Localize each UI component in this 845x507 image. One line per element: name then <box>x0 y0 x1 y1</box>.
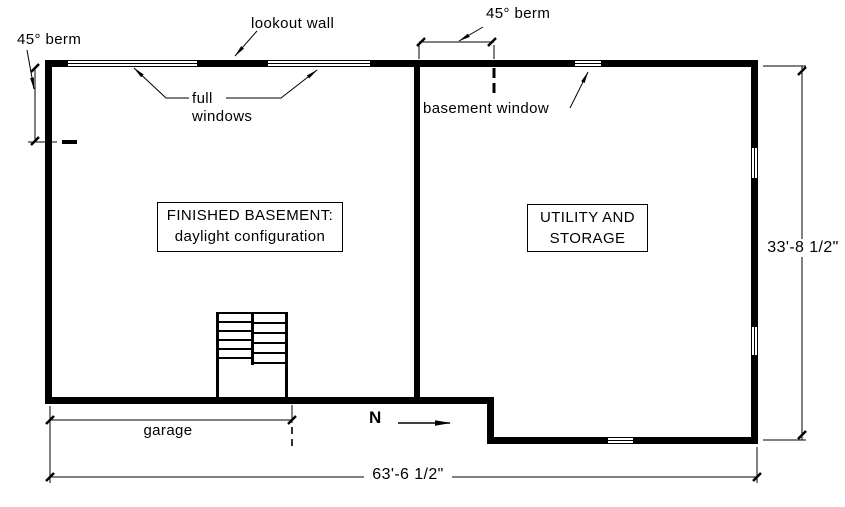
dim-tick <box>45 415 55 425</box>
wall-bottom-garage <box>45 397 494 404</box>
wall-top <box>45 60 758 67</box>
room-name: FINISHED BASEMENT: <box>166 207 334 224</box>
label-garage: garage <box>143 422 193 439</box>
dim-tick <box>487 37 497 47</box>
dim-tick <box>416 37 426 47</box>
dim-tick <box>752 472 762 482</box>
stair-treads-right <box>251 312 288 366</box>
wall-right <box>751 60 758 444</box>
wall-step <box>487 397 494 444</box>
full-window-2 <box>268 60 370 67</box>
dim-text-overall-height: 33'-8 1/2" <box>764 239 842 257</box>
dim-tick <box>30 136 40 146</box>
leader-berm-right <box>458 26 484 42</box>
room-name: UTILITY AND <box>540 209 635 226</box>
stair-treads-left <box>216 312 254 366</box>
label-berm-right: 45° berm <box>486 5 551 22</box>
label-berm-left: 45° berm <box>17 31 82 48</box>
dim-tick <box>30 63 40 73</box>
room-subtitle: STORAGE <box>549 230 626 247</box>
window-right-1 <box>751 148 758 178</box>
label-basement-window: basement window <box>423 100 550 117</box>
label-full-windows-line1: full <box>192 90 213 107</box>
stair-rail-left <box>216 312 219 399</box>
room-label-finished-basement: FINISHED BASEMENT: daylight configuratio… <box>157 202 343 252</box>
label-full-windows-line2: windows <box>192 108 253 125</box>
window-right-2 <box>751 327 758 355</box>
window-bottom <box>608 437 633 444</box>
dim-tick <box>797 430 807 440</box>
basement-window-top <box>575 60 601 67</box>
leader-full-windows-left <box>133 67 189 99</box>
full-window-1 <box>68 60 197 67</box>
dim-tick <box>797 66 807 76</box>
dim-text-overall-width: 63'-6 1/2" <box>364 466 452 484</box>
room-label-utility-storage: UTILITY AND STORAGE <box>527 204 648 252</box>
wall-partition <box>414 60 420 404</box>
stair-rail-center <box>251 312 254 365</box>
leader-berm-left <box>26 49 35 90</box>
room-subtitle: daylight configuration <box>174 228 326 245</box>
stair-rail-right <box>285 312 288 399</box>
leader-full-windows-right <box>226 69 318 99</box>
leader-basement-window <box>569 71 589 109</box>
label-lookout-wall: lookout wall <box>251 15 335 32</box>
label-north: N <box>369 408 382 427</box>
leader-lookout-wall <box>234 30 258 57</box>
wall-left <box>45 60 52 404</box>
dim-tick <box>45 472 55 482</box>
